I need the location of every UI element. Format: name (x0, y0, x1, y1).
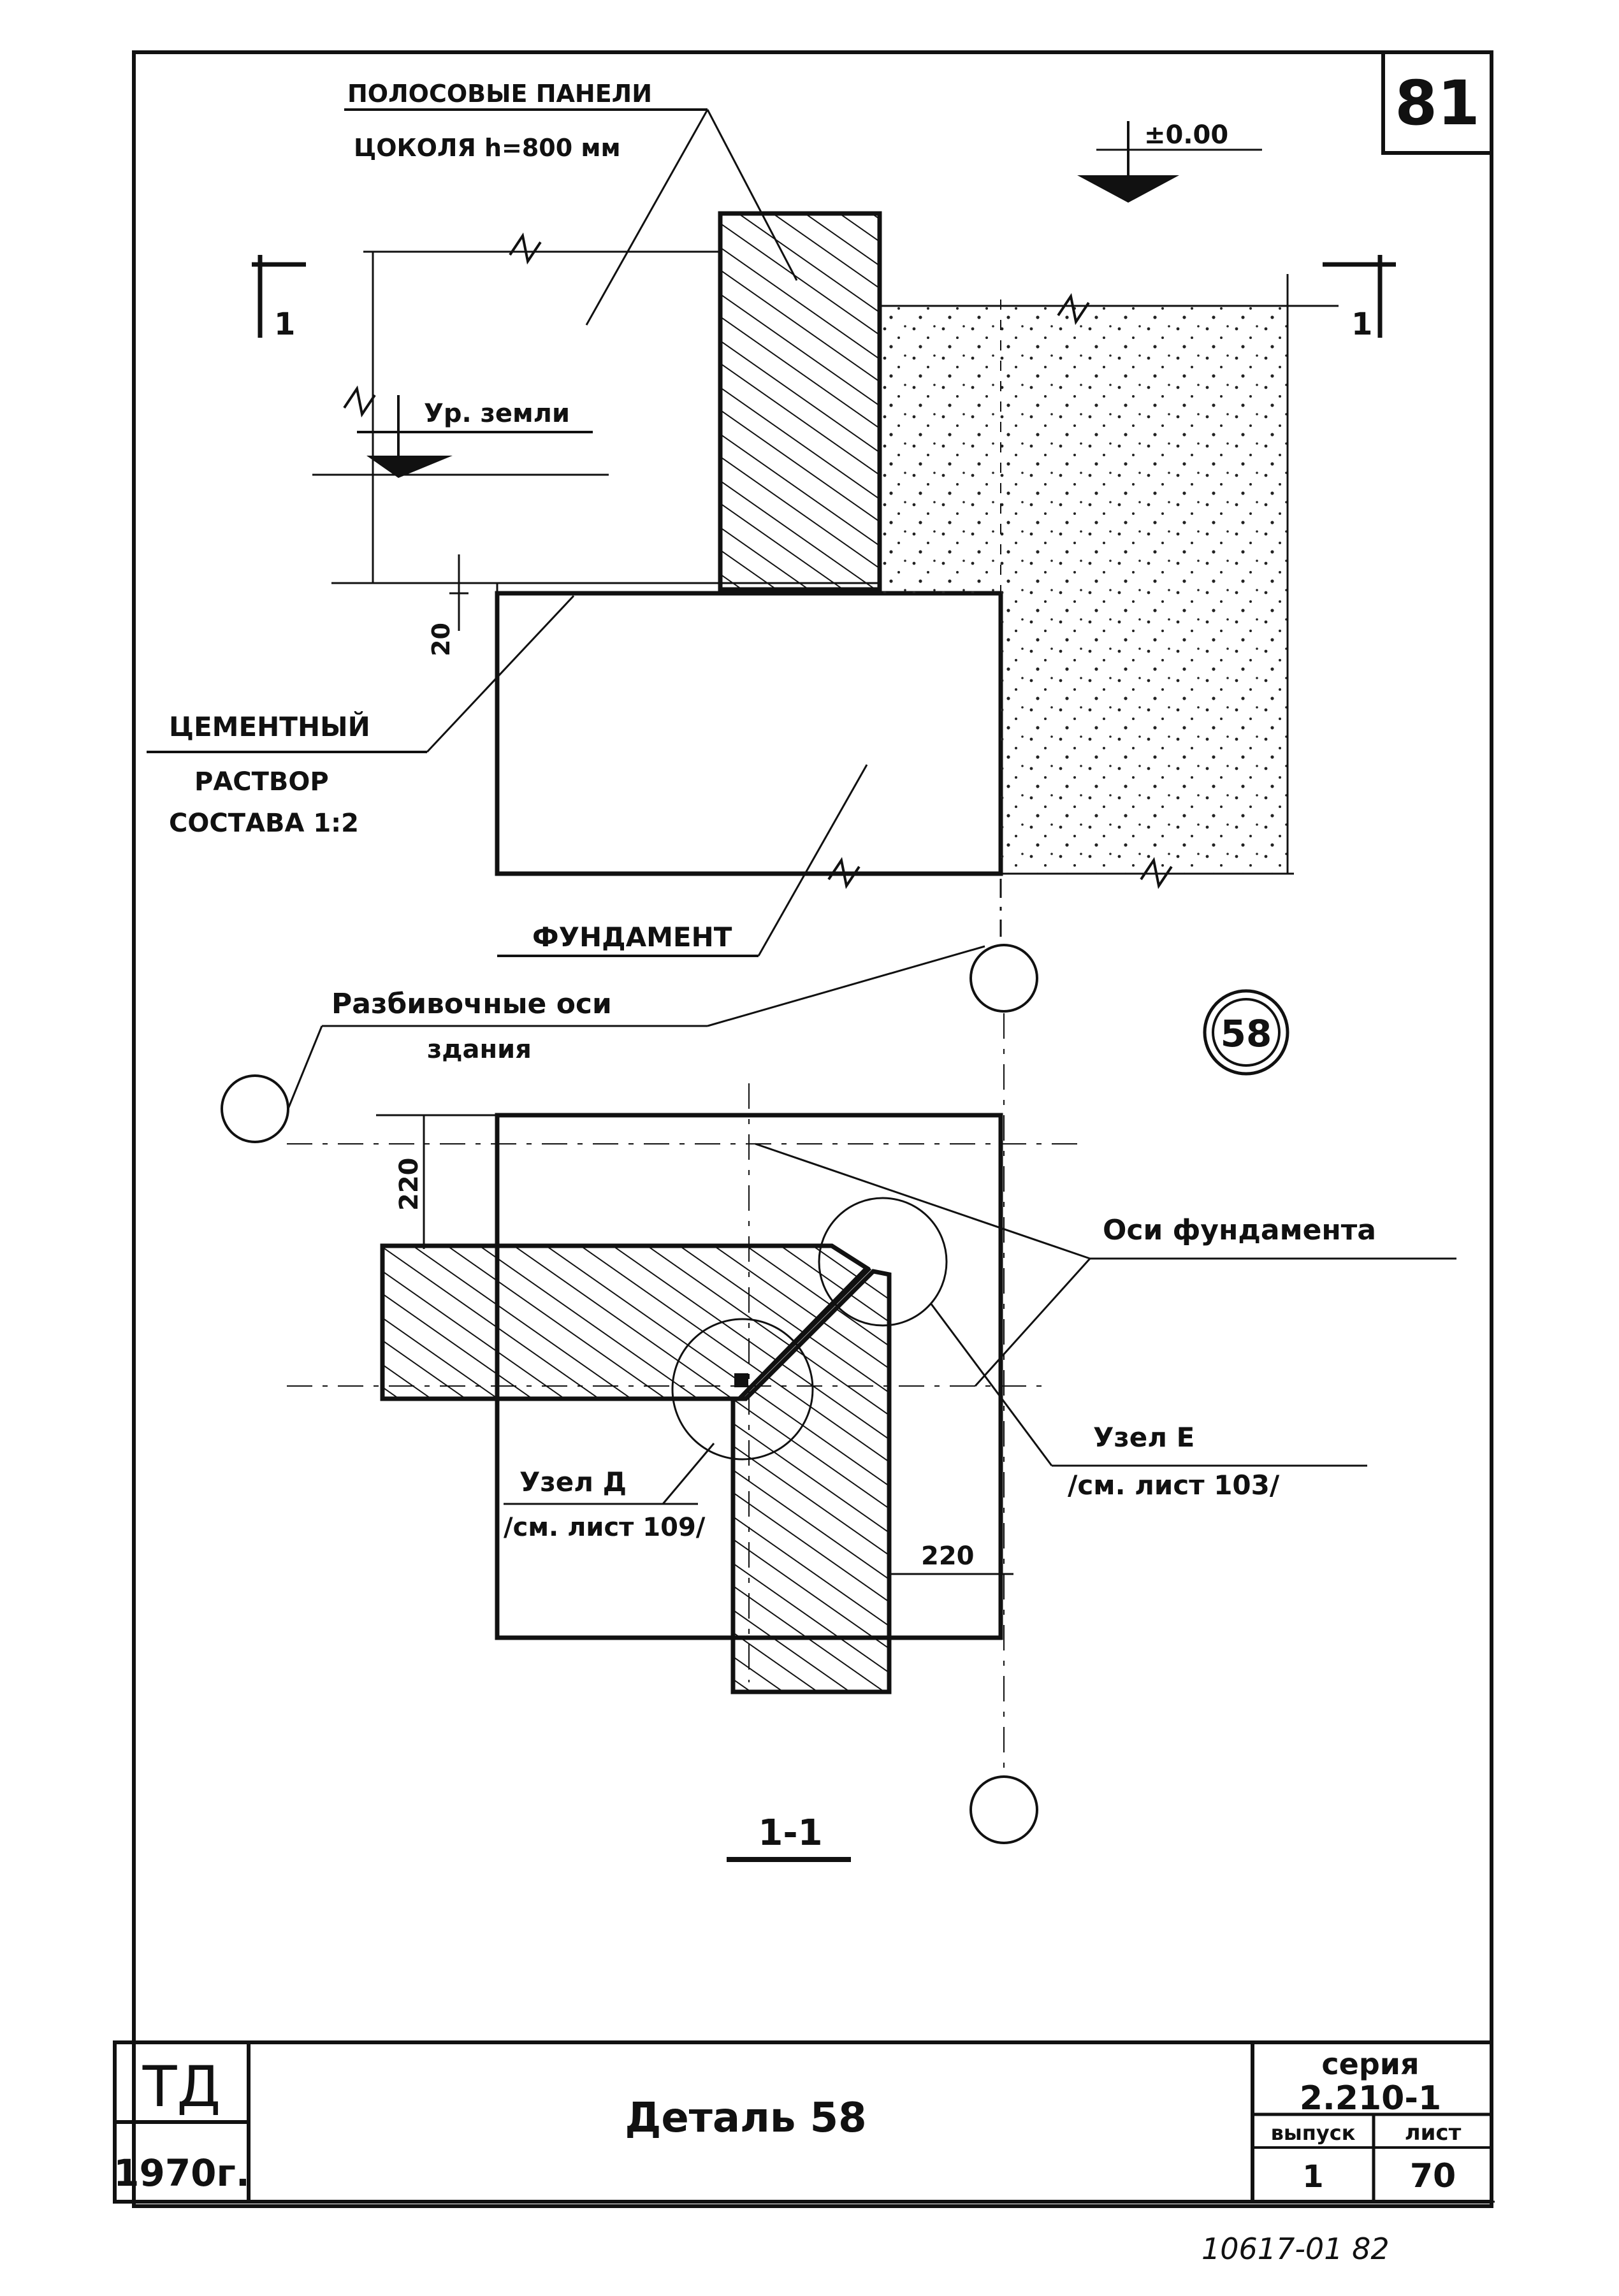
plinth-panel (718, 211, 882, 592)
foundation-label: ФУНДАМЕНТ (532, 921, 732, 953)
break-mark (827, 856, 860, 890)
panel-label-line2: ЦОКОЛЯ h=800 мм (354, 134, 621, 162)
axis-bubble-top (969, 944, 1038, 1013)
soil-backfill-near (880, 306, 1001, 593)
panel-joint (737, 1266, 872, 1401)
panel-leader-1 (585, 109, 709, 326)
break-mark (1140, 856, 1173, 890)
node-e-leader (929, 1303, 1053, 1466)
section-mark-left-icon (252, 255, 306, 338)
detail-number: 58 (1221, 1012, 1272, 1055)
detail-marker-outer (1203, 989, 1289, 1076)
series-value: 2.210-1 (1300, 2079, 1441, 2118)
soil-backfill-far (1001, 306, 1288, 874)
foundation-axes-leader (755, 1143, 1091, 1260)
joint-node-icon (734, 1373, 748, 1387)
section-mark-left: 1 (274, 307, 295, 342)
sheet-number: 81 (1395, 68, 1480, 139)
sheet-label: лист (1405, 2120, 1462, 2146)
detail-marker-inner (1212, 998, 1281, 1067)
section-mark-right-icon (1323, 255, 1396, 338)
elevation-triangle-icon (1077, 175, 1179, 203)
plan-view: 220 220 Оси фундамента Узел Е /см. лист … (287, 1013, 1456, 1862)
mortar-line1: ЦЕМЕНТНЫЙ (169, 711, 370, 742)
year: 1970г. (113, 2151, 250, 2195)
sheet-value: 70 (1410, 2157, 1456, 2195)
elevation-mark: ±0.00 (1144, 120, 1228, 150)
panel-leader-2 (706, 109, 798, 281)
ground-level-label: Ур. земли (424, 399, 570, 428)
axis-bubble-bottom (969, 1775, 1038, 1844)
axis-bubble-left (221, 1074, 289, 1143)
axis-markers: Разбивочные оси здания 58 (221, 944, 1289, 1844)
foundation-block (495, 591, 1003, 876)
building-axes-line2: здания (427, 1035, 532, 1064)
org-code: ТД (142, 2054, 221, 2119)
section-mark-right: 1 (1351, 307, 1372, 342)
axis-leader (707, 945, 985, 1027)
ground-level-triangle-icon (367, 456, 453, 478)
top-section-view: ПОЛОСОВЫЕ ПАНЕЛИ ЦОКОЛЯ h=800 мм ±0.00 1… (147, 80, 1396, 957)
sheet-number-box: 81 (1381, 50, 1493, 155)
node-d-circle (671, 1318, 814, 1461)
vertical-wall-panel (730, 1269, 892, 1694)
break-mark (1057, 292, 1090, 326)
break-mark (509, 232, 542, 265)
dim-20: 20 (427, 623, 455, 656)
title-block (113, 2040, 1493, 2204)
axis-leader (287, 1025, 323, 1109)
node-d-line2: /см. лист 109/ (504, 1513, 706, 1542)
mortar-line2: РАСТВОР (194, 767, 329, 797)
foundation-axes-label: Оси фундамента (1103, 1214, 1376, 1246)
issue-value: 1 (1302, 2159, 1323, 2195)
dim-220-vertical: 220 (395, 1158, 424, 1211)
panel-label-line1: ПОЛОСОВЫЕ ПАНЕЛИ (347, 80, 652, 108)
break-mark (343, 385, 376, 418)
node-e-circle (818, 1197, 948, 1327)
node-d-leader (662, 1443, 715, 1505)
node-d-line1: Узел Д (519, 1466, 627, 1498)
foundation-axes-leader (974, 1257, 1091, 1387)
series-label: серия (1321, 2047, 1419, 2081)
issue-label: выпуск (1271, 2121, 1356, 2145)
footer-stamp: 10617-01 82 (1202, 2232, 1390, 2266)
node-e-line2: /см. лист 103/ (1068, 1469, 1280, 1501)
mortar-line3: СОСТАВА 1:2 (169, 809, 359, 838)
foundation-leader (757, 764, 868, 957)
node-e-line1: Узел Е (1093, 1422, 1194, 1453)
drawing-title: Деталь 58 (625, 2095, 866, 2142)
mortar-leader (426, 595, 575, 753)
section-title: 1-1 (758, 1812, 822, 1854)
dim-220-horizontal: 220 (921, 1541, 975, 1571)
building-axes-line1: Разбивочные оси (331, 988, 612, 1020)
